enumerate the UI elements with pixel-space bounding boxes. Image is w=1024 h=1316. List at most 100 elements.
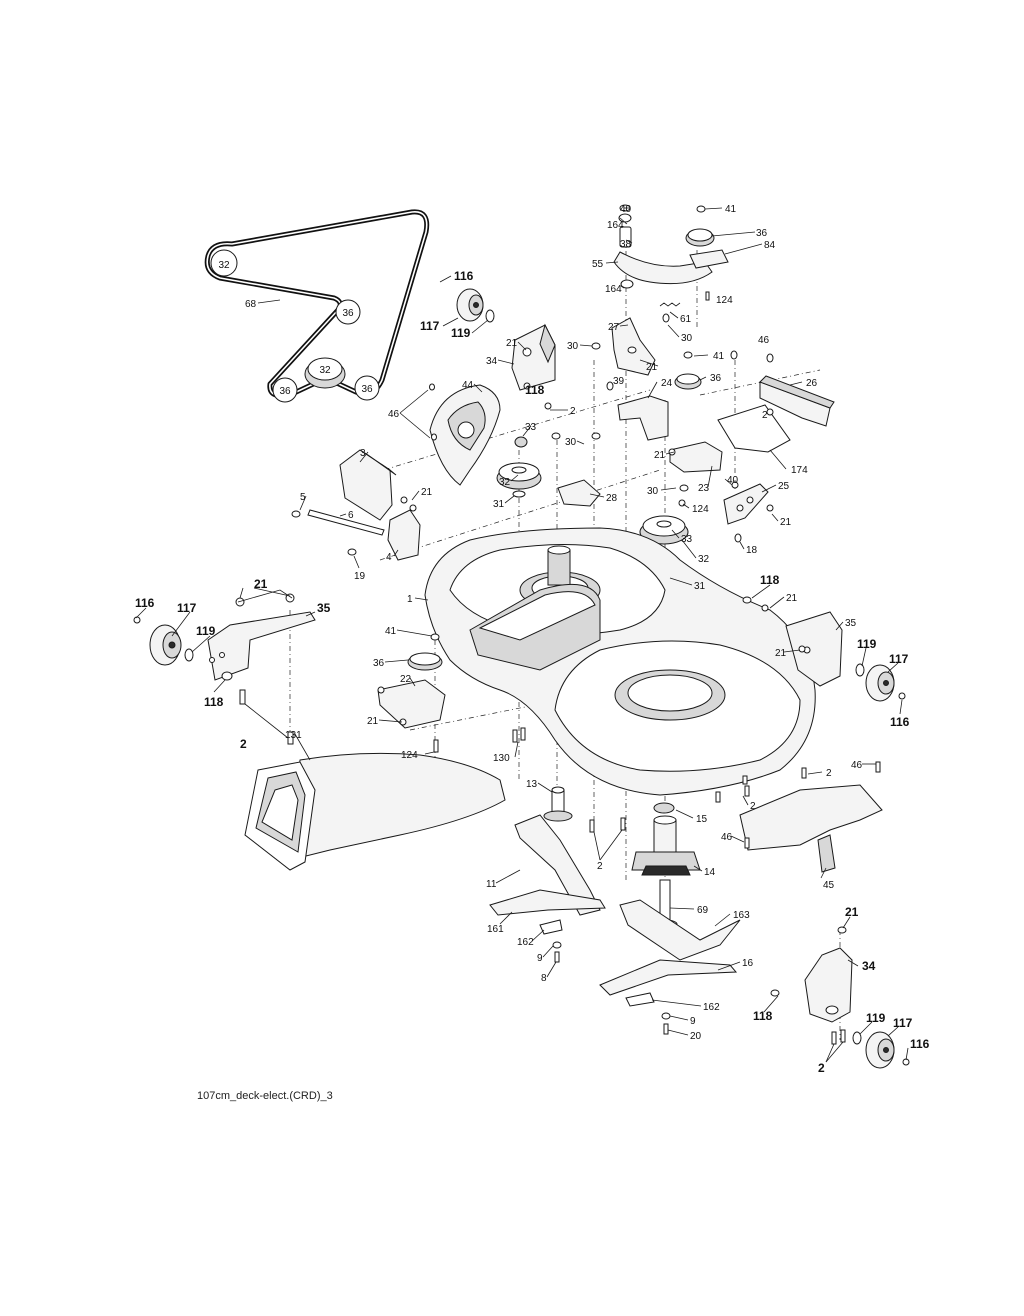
bracket-23 — [669, 441, 723, 473]
part-label-164: 164 — [605, 284, 622, 295]
part-label-116: 116 — [135, 596, 155, 610]
part-label-46: 46 — [758, 335, 770, 346]
part-label-3: 3 — [360, 448, 366, 459]
part-label-6: 6 — [348, 510, 354, 521]
blade-11 — [514, 814, 601, 916]
part-label-19: 19 — [354, 571, 366, 582]
part-label-161: 161 — [487, 924, 504, 935]
blade-163 — [619, 899, 741, 961]
part-label-20: 20 — [690, 1031, 702, 1042]
part-label-24: 24 — [661, 378, 673, 389]
part-label-124: 124 — [692, 504, 709, 515]
part-label-21: 21 — [421, 487, 433, 498]
part-label-162: 162 — [517, 937, 534, 948]
part-label-2: 2 — [750, 801, 756, 812]
bracket-22 — [377, 679, 446, 729]
part-label-31: 31 — [493, 499, 505, 510]
part-label-36: 36 — [710, 373, 722, 384]
part-label-116: 116 — [910, 1037, 930, 1051]
pulley-tag-36: 36 — [279, 386, 291, 397]
bracket-28 — [557, 479, 601, 507]
part-label-164: 164 — [607, 220, 624, 231]
part-label-36: 36 — [756, 228, 768, 239]
figure-caption: 107cm_deck-elect.(CRD)_3 — [197, 1090, 333, 1102]
part-label-69: 69 — [697, 905, 709, 916]
part-label-116: 116 — [454, 269, 474, 283]
part-label-117: 117 — [893, 1016, 913, 1030]
belt-pulley-36-left — [272, 377, 298, 403]
spindle-housing-14 — [631, 802, 701, 929]
part-label-35: 35 — [845, 618, 857, 629]
part-label-21: 21 — [646, 362, 658, 373]
part-label-44: 44 — [462, 380, 474, 391]
gauge-wheel-lower — [831, 1029, 895, 1069]
part-label-30: 30 — [647, 486, 659, 497]
part-label-23: 23 — [698, 483, 710, 494]
part-label-21: 21 — [367, 716, 379, 727]
part-label-2: 2 — [818, 1061, 825, 1075]
part-label-21: 21 — [775, 648, 787, 659]
part-label-124: 124 — [716, 295, 733, 306]
part-label-61: 61 — [680, 314, 692, 325]
part-label-9: 9 — [690, 1016, 696, 1027]
leader-lines — [135, 207, 909, 1063]
part-label-33: 33 — [525, 422, 537, 433]
part-label-119: 119 — [866, 1011, 886, 1025]
part-label-40: 40 — [620, 204, 632, 215]
part-label-28: 28 — [606, 493, 618, 504]
part-label-130: 130 — [493, 753, 510, 764]
gauge-wheel-right — [742, 596, 895, 702]
part-label-2: 2 — [762, 410, 768, 421]
part-label-119: 119 — [451, 326, 471, 340]
part-label-33: 33 — [681, 534, 693, 545]
part-label-21: 21 — [845, 905, 859, 919]
bracket-3 — [339, 449, 397, 521]
part-label-26: 26 — [806, 378, 818, 389]
belt-pulley-36-mid — [335, 299, 361, 325]
part-label-163: 163 — [733, 910, 750, 921]
part-label-84: 84 — [764, 240, 776, 251]
part-label-21: 21 — [780, 517, 792, 528]
spindle-13 — [543, 786, 573, 822]
part-label-30: 30 — [681, 333, 693, 344]
part-label-39: 39 — [613, 376, 625, 387]
part-label-2: 2 — [597, 861, 603, 872]
part-label-30: 30 — [567, 341, 579, 352]
part-label-118: 118 — [760, 573, 780, 587]
bracket-25 — [723, 483, 769, 525]
part-label-162: 162 — [703, 1002, 720, 1013]
part-label-118: 118 — [525, 383, 545, 397]
blade-16 — [599, 959, 738, 996]
part-label-21: 21 — [506, 338, 518, 349]
discharge-chute-131 — [244, 752, 506, 871]
part-label-119: 119 — [857, 637, 877, 651]
gauge-wheel-top — [456, 288, 495, 323]
part-label-117: 117 — [177, 601, 197, 615]
part-label-34: 34 — [486, 356, 498, 367]
wheel-bracket-34-lower — [770, 926, 853, 1023]
belt-cover-44 — [429, 384, 501, 486]
deck-housing-1 — [424, 527, 816, 796]
blade-hardware — [539, 919, 671, 1035]
part-label-40: 40 — [727, 475, 739, 486]
belt-pulley-36-right — [354, 375, 380, 401]
part-label-22: 22 — [400, 674, 412, 685]
bracket-26 — [759, 375, 835, 427]
idler-bracket-34 — [511, 323, 556, 391]
part-label-116: 116 — [890, 715, 910, 729]
part-label-41: 41 — [725, 204, 737, 215]
part-label-8: 8 — [541, 973, 547, 984]
part-label-21: 21 — [786, 593, 798, 604]
belt-pulley-32-top — [210, 249, 238, 277]
idler-bracket-27 — [611, 302, 681, 376]
part-label-4: 4 — [386, 552, 392, 563]
part-label-55: 55 — [592, 259, 604, 270]
part-label-119: 119 — [196, 624, 216, 638]
blade-161 — [489, 889, 606, 916]
part-label-21: 21 — [654, 450, 666, 461]
part-label-118: 118 — [204, 695, 224, 709]
part-label-117: 117 — [889, 652, 909, 666]
